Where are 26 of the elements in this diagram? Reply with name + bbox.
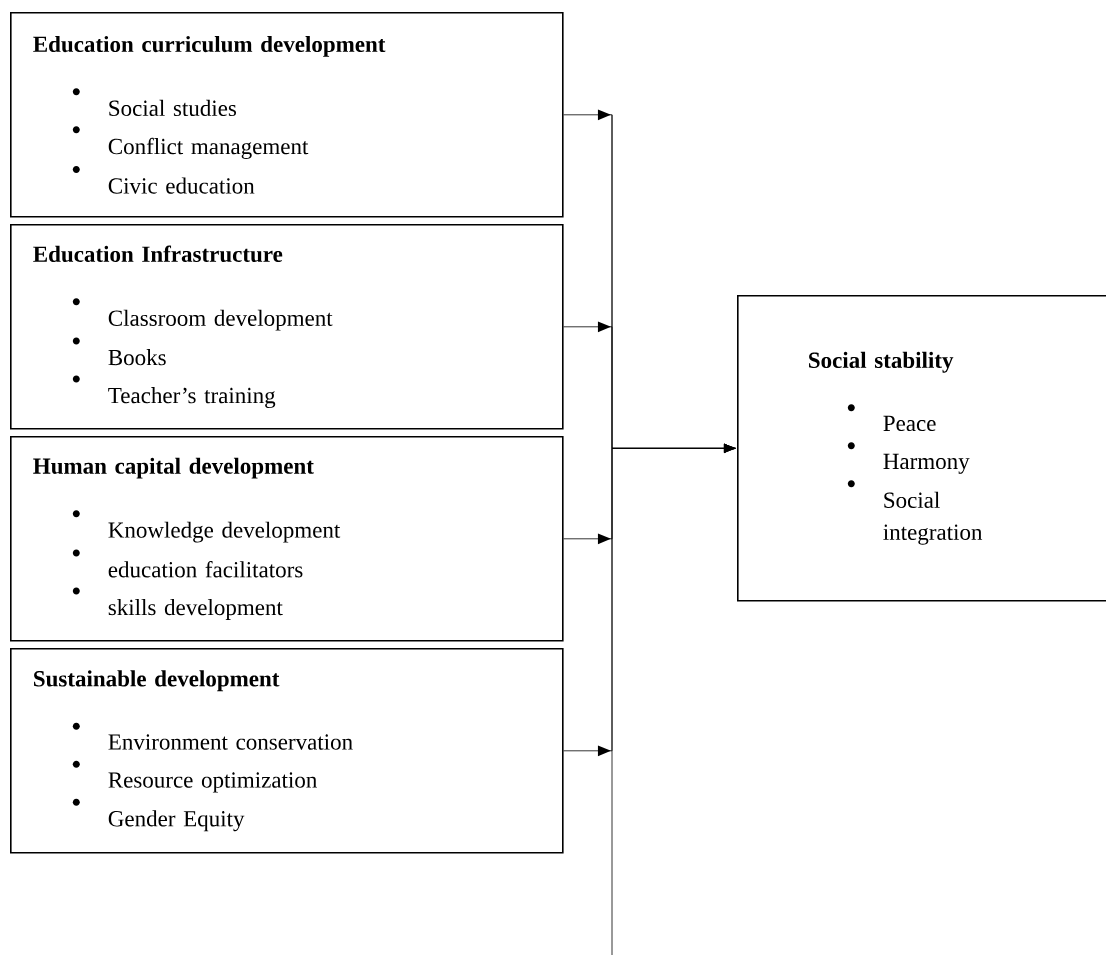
bullet-item: Peace	[847, 404, 936, 432]
bullet-item: Books	[72, 337, 166, 366]
bullet-item: Teacher’s training	[72, 375, 276, 409]
box	[10, 436, 564, 642]
bullet-item: Environment conservation	[72, 722, 353, 750]
bullet-item: Classroom development	[72, 298, 333, 331]
heading: Education Infrastructure	[33, 245, 283, 263]
heading: Social stability	[809, 351, 954, 373]
bullet-item: Resource optimization	[72, 760, 317, 793]
bullet-item: Conflict management	[72, 126, 309, 160]
bullet-item: Social studies	[72, 88, 237, 117]
heading: Sustainable development	[34, 670, 280, 692]
bullet-item: Harmony	[847, 442, 970, 474]
heading: Education curriculum development	[33, 35, 386, 57]
bullet-item: Gender Equity	[72, 798, 245, 832]
box	[10, 224, 564, 430]
heading: Human capital development	[33, 457, 314, 479]
box	[737, 295, 1106, 602]
bullet-item: Social integration	[847, 480, 983, 545]
arrow	[563, 443, 736, 757]
bullet-item: Knowledge development	[72, 510, 341, 543]
box	[10, 12, 564, 218]
bullet-item: Civic education	[72, 166, 255, 194]
bullet-item: skills development	[72, 587, 283, 620]
box	[10, 648, 564, 854]
bullet-item: education facilitators	[72, 549, 303, 578]
